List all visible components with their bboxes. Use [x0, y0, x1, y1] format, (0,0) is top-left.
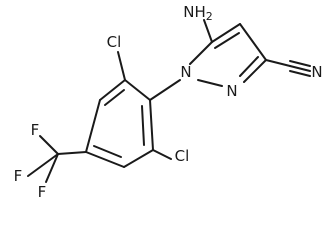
bond-c5-c4	[211, 23, 241, 43]
amine-label: NH2	[183, 3, 213, 23]
nitrile-n-label: N	[311, 63, 322, 81]
bond-c3-n2	[243, 59, 267, 83]
bond-ar6-ar1-inner	[141, 105, 145, 146]
bond-c5-c4-inner	[214, 32, 240, 49]
bond-set	[27, 19, 311, 183]
bond-ar6-cl	[152, 149, 172, 160]
bond-n2-n1	[197, 79, 223, 87]
bond-c3-cn	[265, 59, 291, 67]
bond-ar4-cf3	[57, 151, 87, 155]
bond-ar4-ar5-inner	[93, 145, 122, 158]
bond-ar3-ar4	[85, 99, 101, 153]
bond-c-f-left	[27, 153, 59, 177]
ring-n2-label: N	[226, 82, 237, 100]
bond-n1-c5	[189, 41, 213, 65]
bond-triple-2	[289, 65, 311, 72]
bond-ar2-cl	[117, 51, 126, 81]
fluoro-bottom-label: F	[38, 183, 47, 201]
bond-ar4-ar5	[85, 151, 125, 168]
ring-n1-label: N	[180, 63, 191, 81]
bond-c5-nh2	[203, 19, 213, 43]
fluoro-left-label: F	[14, 167, 23, 185]
bond-ar2-ar3	[99, 79, 126, 101]
chemical-structure: NH2 N N N Cl Cl F F F	[14, 3, 323, 201]
chloro-bottom-label: Cl	[175, 147, 190, 165]
bond-n1-aryl	[149, 79, 181, 101]
bond-ar5-ar6	[123, 149, 154, 168]
bond-c4-c3	[239, 23, 267, 61]
bond-ar2-ar3-inner	[104, 89, 125, 106]
bond-triple-3	[289, 70, 311, 77]
bond-c-f-top	[39, 135, 59, 155]
bond-ar6-ar1	[149, 99, 154, 151]
chloro-top-label: Cl	[107, 33, 122, 51]
bond-c3-n2-inner	[239, 56, 259, 77]
bond-triple-1	[289, 60, 311, 67]
atom-labels: NH2 N N N Cl Cl F F F	[14, 3, 323, 201]
fluoro-top-label: F	[31, 121, 40, 139]
bond-ar1-ar2	[124, 79, 151, 101]
bond-c-f-bottom	[45, 153, 59, 183]
